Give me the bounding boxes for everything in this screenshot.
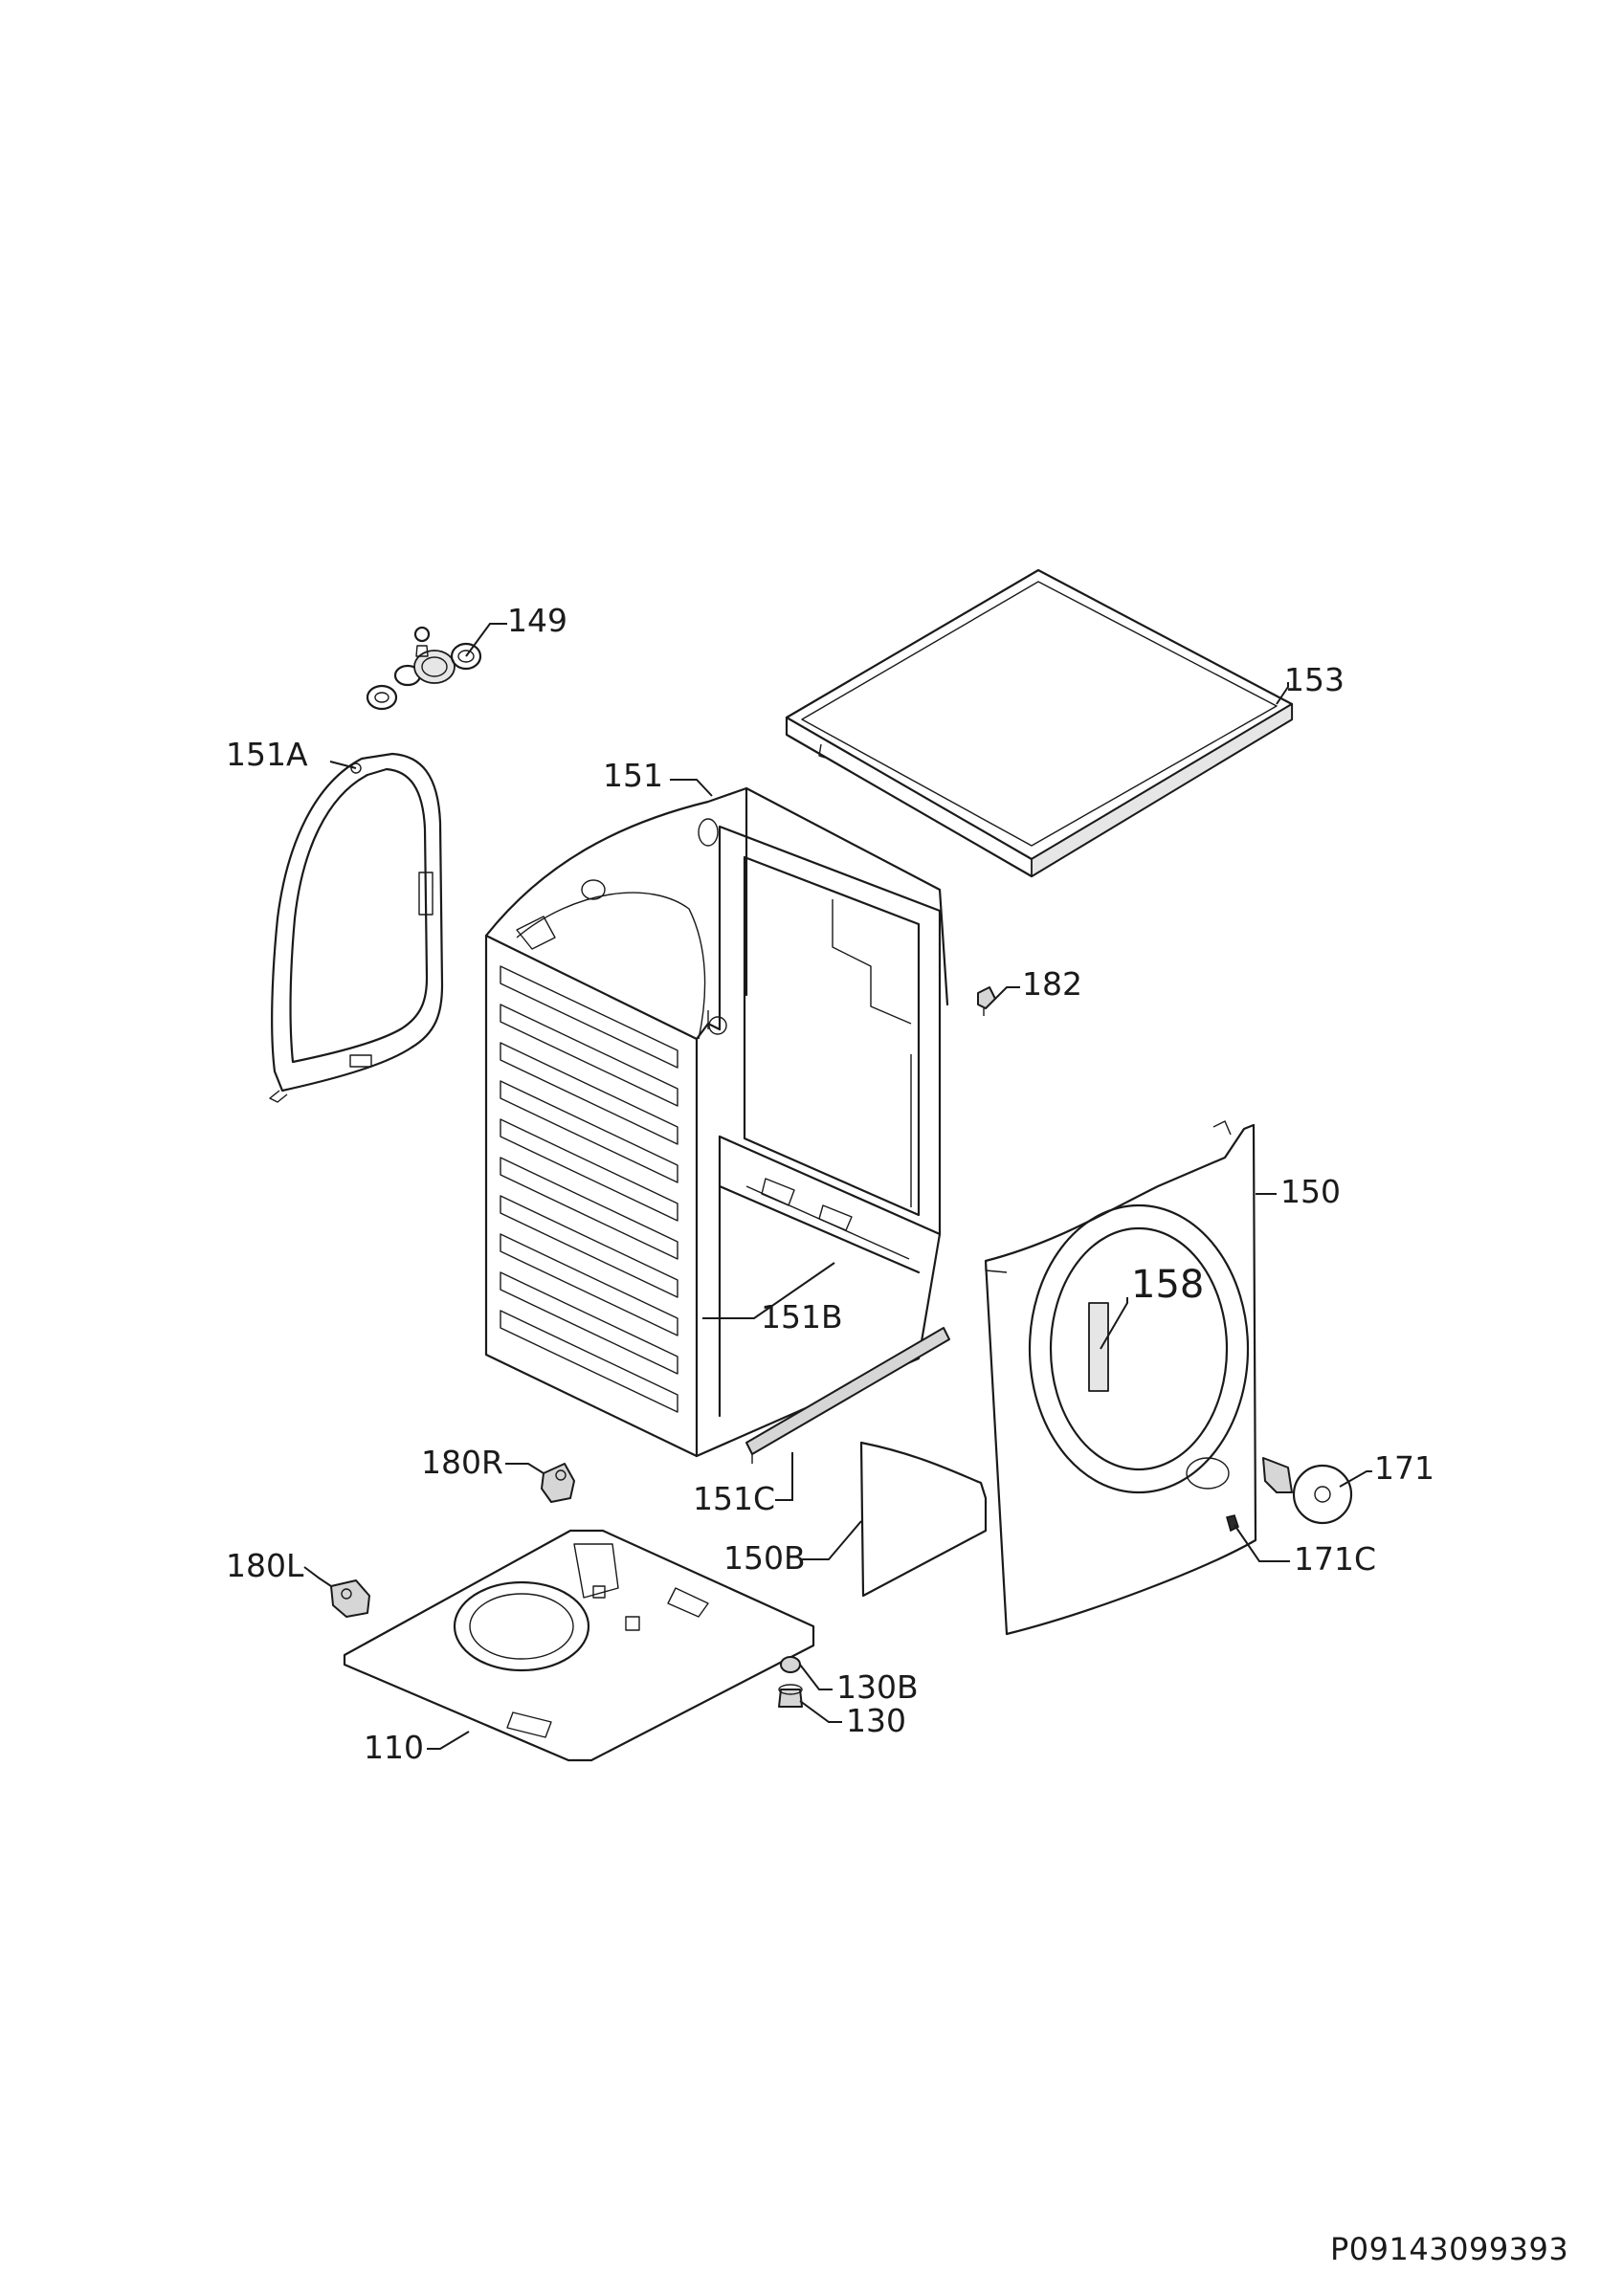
document-code: P09143099393 xyxy=(1330,2231,1569,2267)
part-151C-rail xyxy=(745,1327,950,1464)
label-153: 153 xyxy=(1284,661,1345,698)
label-171: 171 xyxy=(1374,1449,1434,1487)
part-150-front-panel xyxy=(984,1120,1257,1636)
label-151C: 151C xyxy=(693,1480,775,1517)
label-180L: 180L xyxy=(226,1547,304,1584)
label-182: 182 xyxy=(1022,965,1082,1003)
part-110-base xyxy=(343,1529,815,1762)
label-151B: 151B xyxy=(761,1298,843,1336)
label-180R: 180R xyxy=(421,1444,503,1481)
label-158: 158 xyxy=(1131,1263,1204,1307)
part-151A-frame xyxy=(269,752,444,1103)
label-151: 151 xyxy=(603,757,663,794)
label-130B: 130B xyxy=(836,1668,919,1706)
part-150B-plinth xyxy=(859,1441,988,1598)
label-130: 130 xyxy=(846,1702,906,1739)
label-110: 110 xyxy=(364,1729,424,1766)
part-149-seal-rings xyxy=(366,626,482,711)
part-180L-bracket xyxy=(330,1579,370,1618)
label-151A: 151A xyxy=(226,736,308,773)
part-171-lock xyxy=(1262,1457,1353,1525)
part-153-top-cover xyxy=(785,568,1294,878)
part-130B-nut xyxy=(780,1656,801,1673)
part-130-foot xyxy=(778,1684,803,1708)
part-180R-bracket xyxy=(541,1463,575,1503)
callout-labels: 149 151A 151 153 182 150 158 151B 180R 1… xyxy=(226,602,1434,1766)
label-150B: 150B xyxy=(723,1539,806,1577)
leader-lines xyxy=(303,623,1372,1750)
part-182-clip xyxy=(977,986,996,1016)
label-149: 149 xyxy=(507,602,567,639)
part-151-cabinet xyxy=(484,786,949,1458)
label-150: 150 xyxy=(1280,1173,1341,1210)
label-171C: 171C xyxy=(1294,1540,1376,1578)
